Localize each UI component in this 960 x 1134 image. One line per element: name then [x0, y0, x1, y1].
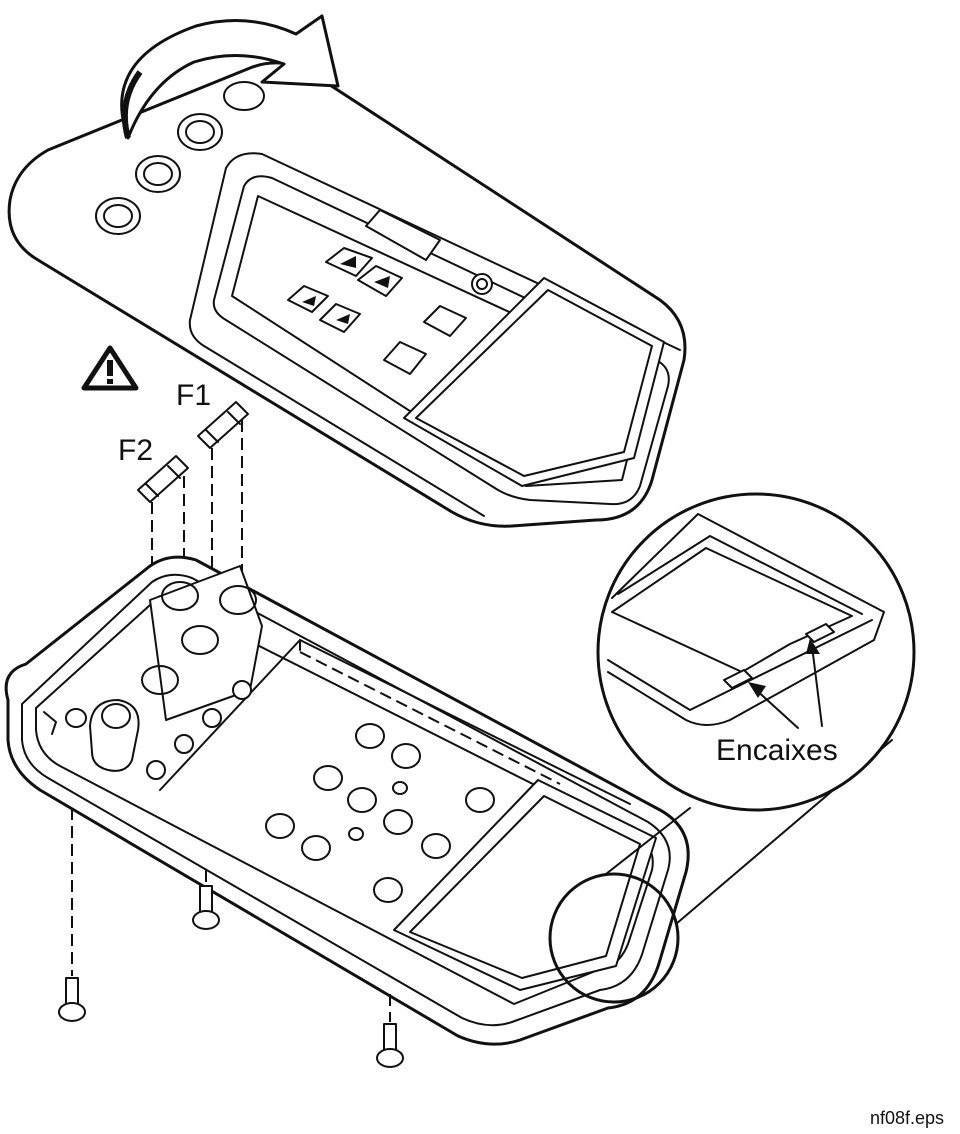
display-window: [403, 277, 665, 487]
fuse-f1: [197, 401, 249, 449]
case-screws: [58, 808, 404, 1068]
bottom-case: [4, 555, 690, 1046]
fuse-f2: [137, 455, 189, 503]
snaps-label: Encaixes: [716, 734, 838, 767]
detail-circle-small: [548, 872, 680, 1004]
detail-zoom-circle: [596, 492, 916, 812]
top-cover: [7, 61, 687, 528]
fuse-holders: [141, 565, 263, 780]
fuse-f2-label: F2: [118, 434, 153, 467]
warning-triangle-icon: [81, 345, 139, 391]
curved-arrow-icon: [120, 14, 340, 140]
case-holes: [265, 723, 495, 903]
case-jacks: [43, 699, 140, 772]
file-name-label: nf08f.eps: [870, 1108, 944, 1128]
arrow-keys: [287, 247, 403, 333]
fuse-f1-label: F1: [176, 379, 211, 412]
cover-jacks: [95, 81, 265, 235]
